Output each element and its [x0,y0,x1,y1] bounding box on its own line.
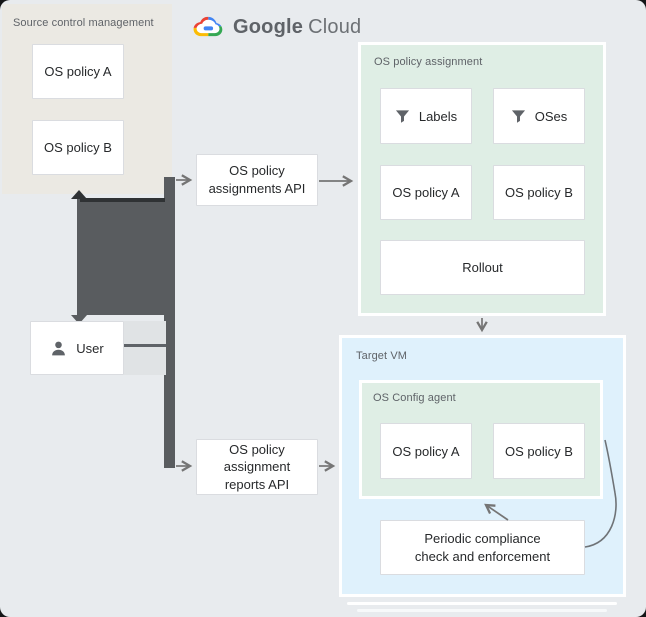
agent-os-policy-b-box: OS policy B [493,423,585,479]
agent-os-policy-a-label: OS policy A [392,443,460,459]
agent-os-policy-a-box: OS policy A [380,423,472,479]
stacked-vm-line-1 [347,602,617,605]
assignments-api-box: OS policy assignments API [196,154,318,206]
user-icon [50,340,67,357]
logo-product-text: Cloud [308,16,362,38]
os-policy-assignment-title: OS policy assignment [374,56,483,68]
rollout-box: Rollout [380,240,585,295]
google-cloud-icon [192,15,223,40]
user-box: User [30,321,124,375]
assignment-os-policy-a-label: OS policy A [392,185,460,200]
oses-label: OSes [534,108,568,124]
source-os-policy-b-box: OS policy B [32,120,124,175]
connector-block-top-edge [80,198,165,202]
assignment-os-policy-b-box: OS policy B [493,165,585,220]
oses-box: OSes [493,88,585,144]
connector-block [77,198,165,315]
source-os-policy-a-box: OS policy A [32,44,124,99]
assignments-api-label: OS policy assignments API [208,163,306,196]
connector-vertical-bar [164,177,175,468]
connector-arrowhead-up [71,190,87,199]
source-os-policy-b-label: OS policy B [44,140,112,155]
filter-icon [395,109,410,124]
reports-api-label: OS policy assignment reports API [223,441,291,492]
assignment-os-policy-b-label: OS policy B [505,185,573,200]
reports-api-box: OS policy assignment reports API [196,439,318,495]
stacked-vm-line-2 [357,609,607,612]
user-label: User [76,340,104,356]
periodic-compliance-box: Periodic compliance check and enforcemen… [380,520,585,575]
logo-brand-text: Google [233,16,304,38]
labels-box: Labels [380,88,472,144]
source-control-title: Source control management [13,17,154,29]
agent-os-policy-b-label: OS policy B [505,443,573,459]
rollout-label: Rollout [462,260,503,275]
assignment-os-policy-a-box: OS policy A [380,165,472,220]
filter-icon [511,109,526,124]
labels-label: Labels [418,108,458,124]
user-connector-backer [124,321,166,375]
periodic-compliance-label: Periodic compliance check and enforcemen… [414,530,551,564]
source-os-policy-a-label: OS policy A [44,64,112,79]
target-vm-title: Target VM [356,350,408,362]
user-connector-line [124,344,166,347]
os-config-agent-title: OS Config agent [373,392,456,404]
connector-arrowhead-down [71,315,87,324]
